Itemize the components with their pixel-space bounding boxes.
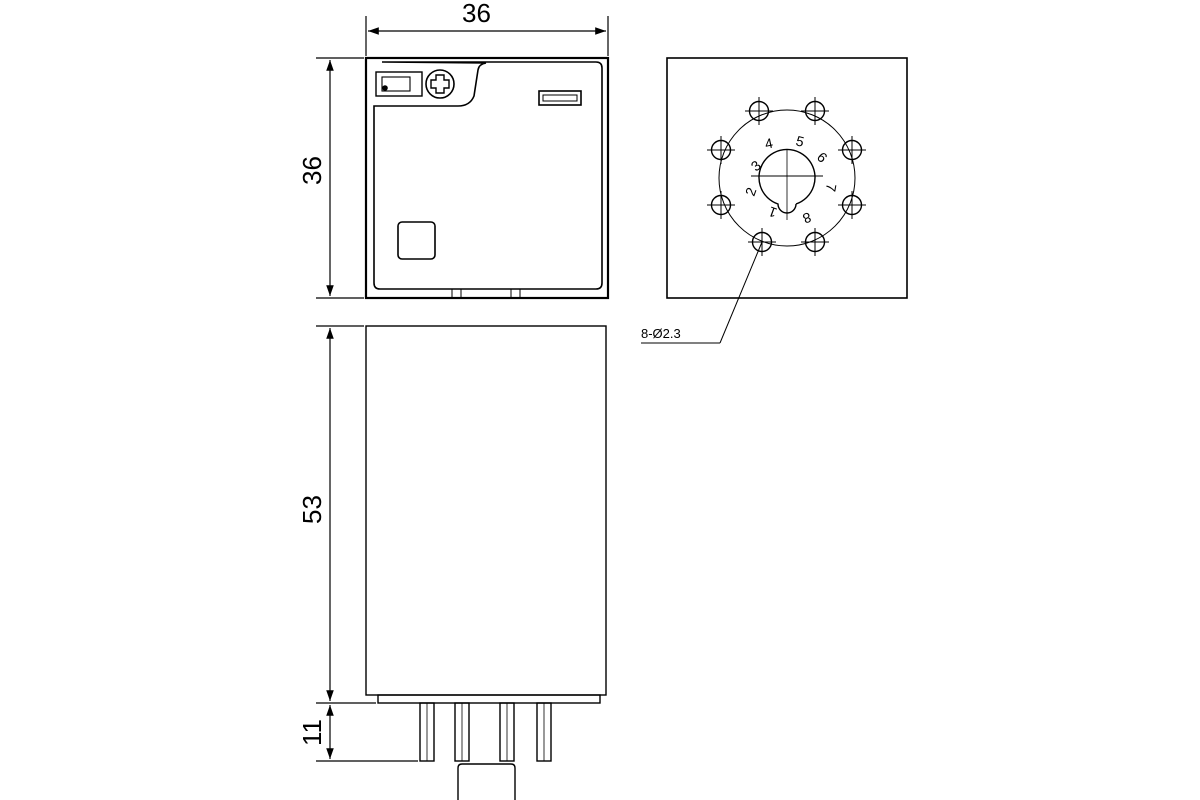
pin-hole: [801, 97, 829, 125]
side-view: [365, 325, 607, 800]
pin-hole: [838, 136, 866, 164]
pin-hole: [707, 191, 735, 219]
pin-number: 7: [823, 182, 840, 193]
pin-number: 4: [763, 135, 774, 152]
bottom-tab: [510, 288, 521, 299]
dimension-height-top: 36: [297, 57, 364, 299]
body-height-label: 53: [297, 495, 327, 524]
socket-view-outline: [666, 57, 908, 299]
pin-number: 1: [766, 203, 779, 221]
dimension-pin-length: 11: [297, 705, 418, 762]
pin-number: 6: [814, 149, 831, 166]
dimension-body-height: 53: [297, 325, 376, 704]
indicator-slot: [538, 90, 582, 106]
relay-base: [377, 694, 601, 704]
pin-number: 2: [742, 185, 760, 198]
dimension-width: 36: [365, 0, 609, 56]
hole-callout-label: 8-Ø2.3: [641, 326, 681, 341]
relay-body: [365, 325, 607, 696]
test-button: [397, 221, 436, 260]
pin-circle: [718, 109, 856, 247]
socket-view: 1 2 3 4 5 6 7 8 8-Ø2.3: [641, 57, 908, 344]
height-top-label: 36: [297, 156, 327, 185]
hole-callout: 8-Ø2.3: [641, 241, 763, 344]
pin-holes: [707, 97, 866, 256]
pin-number: 8: [800, 209, 813, 227]
top-view-outline: [364, 56, 610, 300]
pin-number: 5: [794, 132, 806, 150]
key-hole: [758, 148, 816, 214]
width-label: 36: [462, 0, 491, 28]
pin-hole: [707, 136, 735, 164]
screw-icon: [375, 69, 455, 99]
top-view: [364, 56, 610, 300]
top-view-panel: [373, 61, 603, 290]
pin-hole: [801, 228, 829, 256]
relay-pins: [419, 702, 552, 762]
pin-hole: [838, 191, 866, 219]
bottom-tab: [451, 288, 462, 299]
pin-length-label: 11: [297, 719, 327, 746]
pin-hole: [745, 97, 773, 125]
key-post: [457, 763, 516, 800]
